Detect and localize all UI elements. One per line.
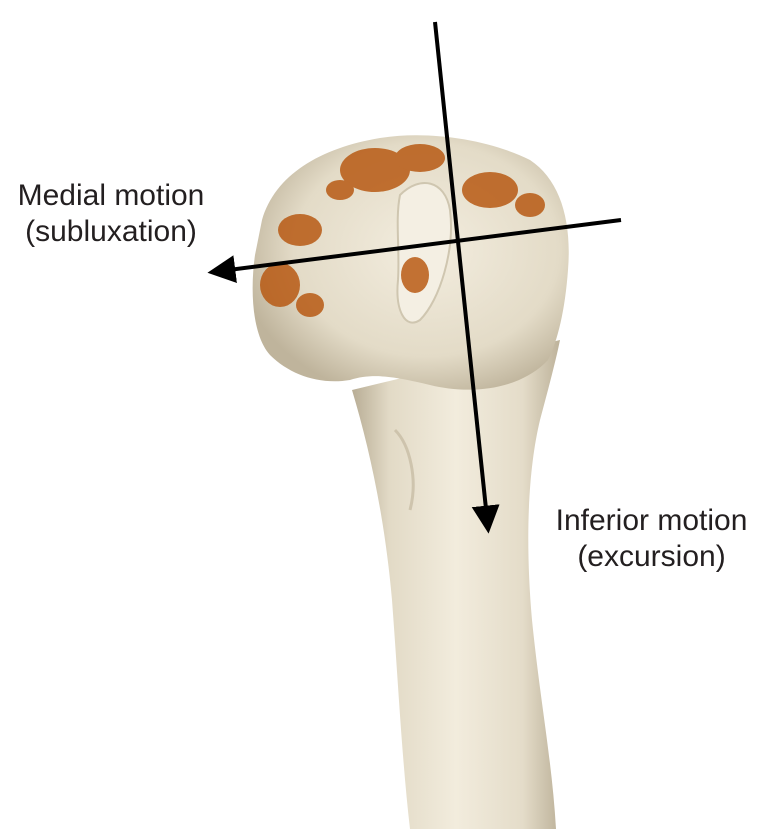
medial-motion-line2: (subluxation): [0, 214, 222, 250]
humerus-shaft: [352, 340, 560, 829]
inferior-motion-line2: (excursion): [540, 539, 763, 575]
medial-motion-line1: Medial motion: [0, 178, 222, 214]
medial-motion-label: Medial motion (subluxation): [0, 178, 222, 250]
inferior-motion-label: Inferior motion (excursion): [540, 503, 763, 575]
humerus-bone: [253, 135, 569, 829]
inferior-motion-line1: Inferior motion: [540, 503, 763, 539]
